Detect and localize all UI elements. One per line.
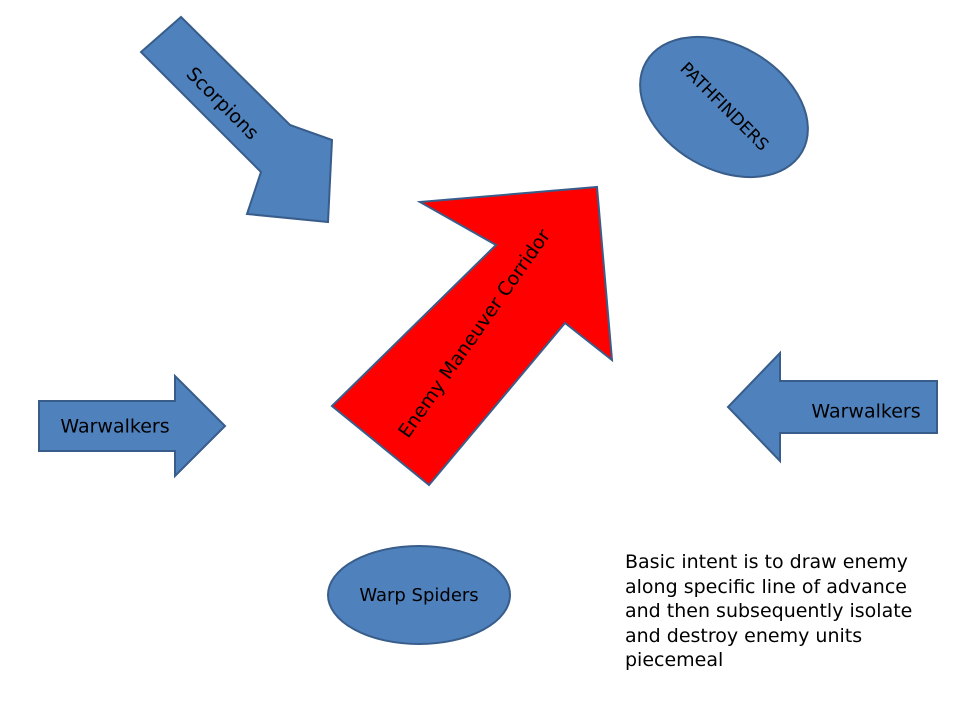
intent-note-line: along specific line of advance — [625, 575, 907, 598]
intent-note-line: Basic intent is to draw enemy — [625, 551, 908, 573]
warp-spiders-label: Warp Spiders — [359, 585, 478, 606]
intent-note-line: and destroy enemy units — [625, 624, 863, 647]
scorpions-arrow[interactable]: Scorpions — [139, 15, 334, 224]
intent-note: Basic intent is to draw enemy along spec… — [625, 550, 945, 673]
warwalkers-right-arrow[interactable]: Warwalkers — [726, 350, 938, 464]
warp-spiders-ellipse[interactable]: Warp Spiders — [327, 545, 511, 645]
intent-note-line: piecemeal — [625, 649, 724, 671]
warwalkers-left-arrow[interactable]: Warwalkers — [38, 373, 227, 479]
pathfinders-ellipse[interactable]: PATHFINDERS — [615, 8, 833, 205]
warwalkers-left-label: Warwalkers — [60, 416, 169, 438]
intent-note-line: and then subsequently isolate — [625, 600, 913, 622]
enemy-corridor-arrow[interactable]: Enemy Maneuver Corridor — [330, 185, 614, 487]
warwalkers-right-label: Warwalkers — [811, 401, 920, 423]
